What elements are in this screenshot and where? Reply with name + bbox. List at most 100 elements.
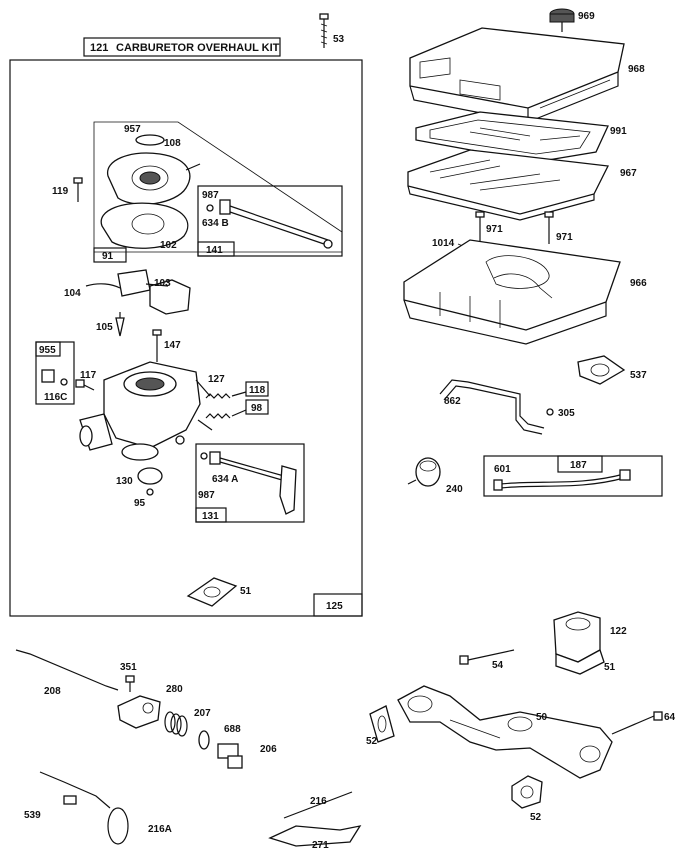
label-280: 280 [166, 684, 183, 695]
label-955: 955 [39, 345, 56, 356]
label-1014: 1014 [432, 238, 455, 249]
label-971-left: 971 [486, 224, 503, 235]
air-filter-991 [415, 111, 609, 163]
label-351: 351 [120, 662, 137, 673]
label-987-bottom: 987 [198, 490, 215, 501]
label-305: 305 [558, 408, 575, 419]
spring-207 [164, 711, 188, 737]
gasket-537 [577, 355, 626, 385]
label-539: 539 [24, 810, 41, 821]
carburetor-body [79, 361, 213, 461]
label-95: 95 [134, 498, 146, 509]
label-634a: 634 A [212, 474, 238, 485]
label-51-elbow: 51 [604, 662, 616, 673]
screw-53 [319, 13, 329, 48]
label-147: 147 [164, 340, 181, 351]
label-125: 125 [326, 601, 343, 612]
kit-number: 121 [90, 42, 108, 54]
label-271: 271 [312, 840, 329, 851]
spring-127 [205, 391, 247, 399]
label-91: 91 [102, 251, 114, 262]
gasket-102 [100, 202, 189, 249]
label-98: 98 [251, 403, 263, 414]
label-54-upper: 54 [492, 660, 504, 671]
elbow-122 [553, 611, 605, 675]
label-53: 53 [333, 34, 345, 45]
label-969: 969 [578, 11, 595, 22]
float-103 [117, 269, 191, 315]
group-125-box [313, 593, 363, 617]
carb-top-plate [107, 152, 201, 205]
label-987-top: 987 [202, 190, 219, 201]
link-208 [15, 649, 119, 691]
group-98-box [245, 399, 269, 415]
label-971-right: 971 [556, 232, 573, 243]
intake-manifold-50 [397, 685, 613, 779]
bowl-95 [137, 467, 163, 496]
label-187: 187 [570, 460, 587, 471]
float-pin-104 [85, 283, 121, 289]
label-216a: 216A [148, 824, 172, 835]
pre-cleaner-967 [407, 149, 609, 221]
gasket-51-carb [186, 577, 238, 607]
air-cleaner-base-966 [403, 239, 621, 345]
gasket-52-left [369, 705, 395, 743]
bracket-280 [117, 695, 161, 729]
label-967: 967 [620, 168, 637, 179]
group-955-label-box [35, 341, 61, 357]
screw-351 [125, 675, 135, 692]
label-118: 118 [249, 385, 266, 396]
group-118-box [245, 381, 269, 397]
screw-971-right [544, 211, 554, 244]
label-130: 130 [116, 476, 133, 487]
knob-206 [217, 743, 243, 769]
label-957: 957 [124, 124, 141, 135]
label-206: 206 [260, 744, 277, 755]
label-127: 127 [208, 374, 225, 385]
knob-969 [549, 8, 575, 32]
label-862: 862 [444, 396, 461, 407]
screw-117 [75, 379, 95, 391]
kit-title: CARBURETOR OVERHAUL KIT [116, 42, 280, 54]
screw-971-left [475, 211, 485, 244]
label-105: 105 [96, 322, 113, 333]
label-240: 240 [446, 484, 463, 495]
screw-54-upper [459, 649, 515, 665]
label-966: 966 [630, 278, 647, 289]
group-141-box [197, 185, 343, 257]
washer-688 [198, 730, 210, 750]
screw-119 [73, 177, 83, 202]
label-102: 102 [160, 240, 177, 251]
label-122: 122 [610, 626, 627, 637]
label-991: 991 [610, 126, 627, 137]
spring-216a [39, 771, 129, 845]
label-52-left: 52 [366, 736, 378, 747]
gasket-52-bottom [511, 775, 543, 809]
choke-shaft-141 [206, 199, 333, 249]
gasket-957 [135, 134, 165, 146]
bracket-862 [439, 379, 545, 435]
label-104: 104 [64, 288, 81, 299]
label-131: 131 [202, 511, 219, 522]
screw-147 [152, 329, 162, 362]
label-103: 103 [154, 278, 171, 289]
spring-98 [205, 409, 247, 419]
label-968: 968 [628, 64, 645, 75]
label-64: 64 [664, 712, 676, 723]
group-141-label-box [197, 241, 235, 257]
group-131-label-box [195, 507, 227, 523]
fuel-line-601 [493, 469, 631, 491]
label-119: 119 [52, 186, 69, 197]
label-141: 141 [206, 245, 223, 256]
label-117: 117 [80, 370, 97, 381]
bowl-nut-116c [41, 369, 68, 386]
screw-64 [611, 711, 663, 735]
label-634b: 634 B [202, 218, 229, 229]
carburetor-group-box [9, 59, 363, 617]
label-208: 208 [44, 686, 61, 697]
group-91-box [93, 247, 127, 263]
group-131-box [195, 443, 305, 523]
label-688: 688 [224, 724, 241, 735]
